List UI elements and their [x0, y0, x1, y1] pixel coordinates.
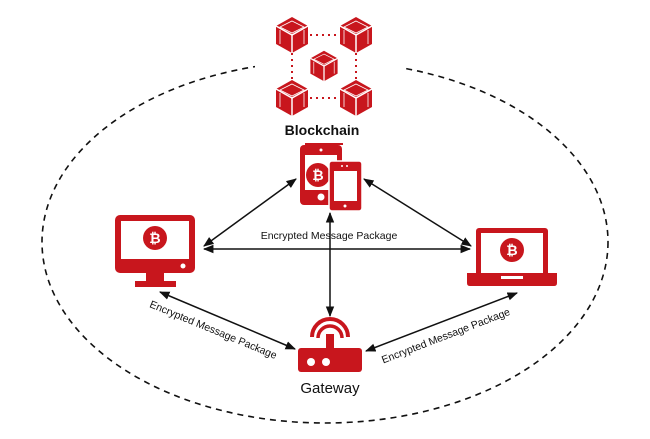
router-wifi-icon	[298, 317, 362, 372]
network-boundary	[41, 60, 609, 424]
edge-label-desktop-laptop: Encrypted Message Package	[261, 230, 398, 242]
edge-label-desktop-gateway: Encrypted Message Package	[148, 299, 279, 362]
edge-desktop-gateway	[159, 291, 296, 350]
edge-mobile-laptop	[363, 178, 472, 247]
edge-label-gateway-laptop: Encrypted Message Package	[380, 306, 512, 366]
blockchain-label: Blockchain	[285, 122, 360, 138]
tablet-phone-bitcoin-icon	[300, 145, 363, 212]
edge-gateway-laptop	[365, 292, 518, 352]
gateway-label: Gateway	[300, 380, 360, 397]
desktop-bitcoin-icon	[115, 215, 195, 287]
blockchain-cubes-icon	[275, 16, 373, 117]
edge-desktop-mobile	[203, 178, 297, 247]
laptop-bitcoin-icon	[467, 228, 557, 286]
